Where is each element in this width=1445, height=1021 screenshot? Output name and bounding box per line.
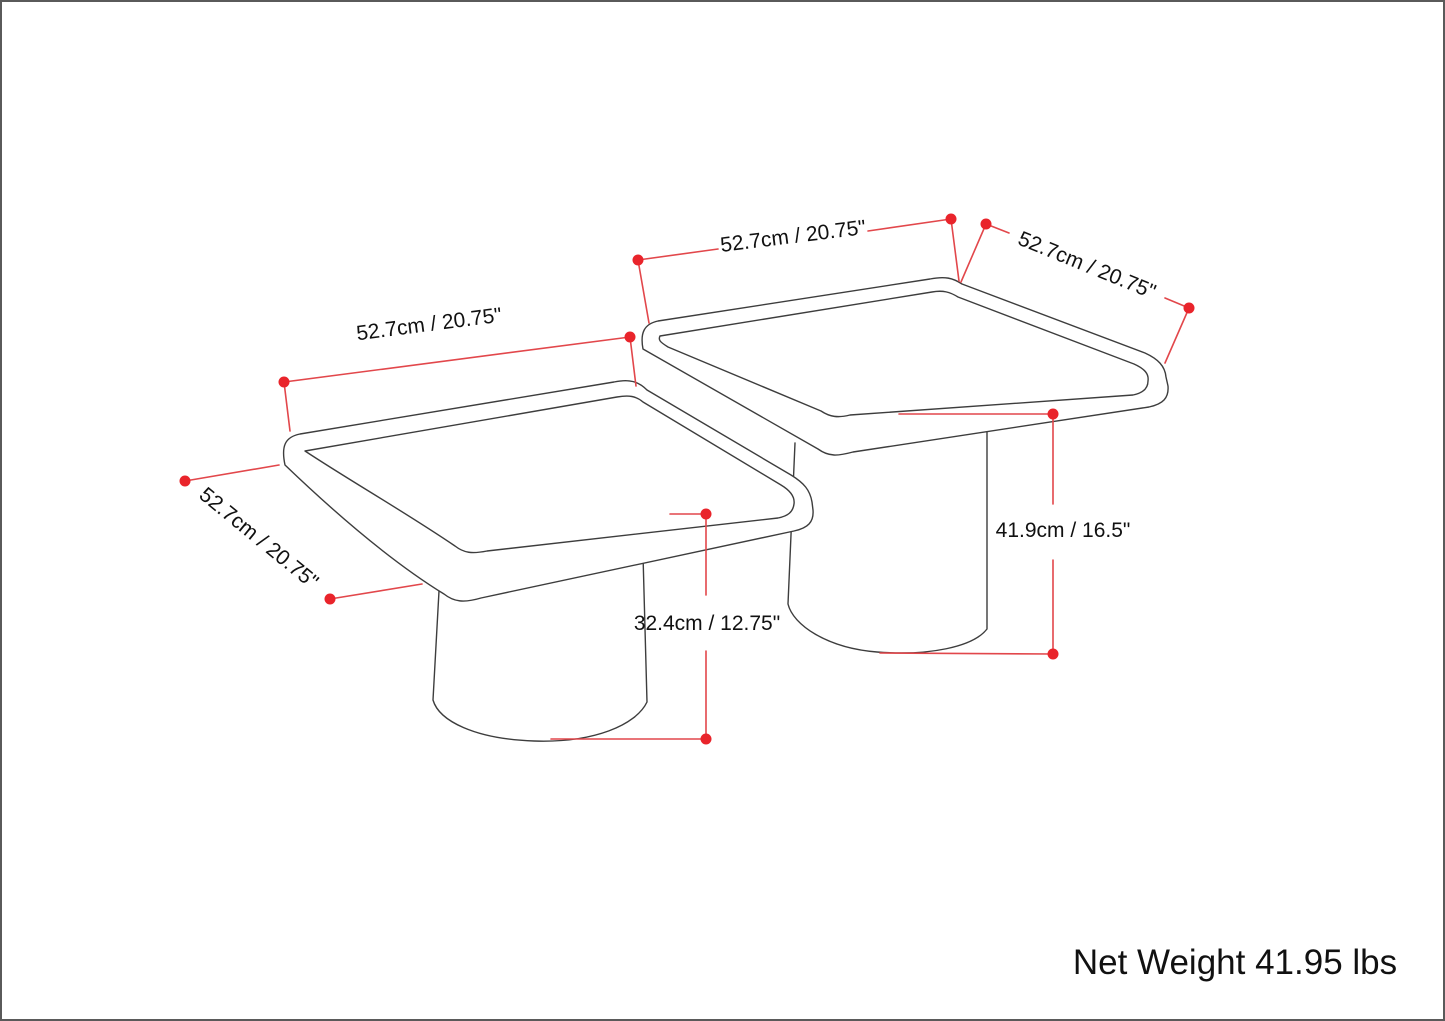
dimension-label-large-table-width: 52.7cm / 20.75" (719, 216, 867, 257)
dimension-dot (945, 213, 957, 225)
small-table (282, 380, 814, 742)
dimension-label-small-table-depth: 52.7cm / 20.75" (195, 483, 323, 594)
small-table-top-outline (282, 380, 814, 602)
dimension-line-small-width (283, 336, 637, 432)
dimension-dot (700, 508, 712, 520)
dimension-line-large-width (637, 218, 960, 324)
dimension-dot (179, 475, 191, 487)
large-table (641, 276, 1169, 654)
dimension-dots (179, 213, 1195, 745)
dimension-line-large-height (879, 413, 1054, 655)
large-table-top-surface-line (658, 290, 1149, 418)
dimension-dot (980, 218, 992, 230)
dimension-label-large-table-height: 41.9cm / 16.5" (996, 519, 1131, 542)
dimension-dot (278, 376, 290, 388)
dimension-label-small-table-height: 32.4cm / 12.75" (634, 612, 780, 635)
dimension-dot (624, 331, 636, 343)
large-table-pedestal (787, 431, 988, 654)
dimension-dot (1047, 408, 1059, 420)
small-table-pedestal (432, 554, 648, 742)
dimension-dot (1183, 302, 1195, 314)
dimension-line-small-depth (184, 464, 423, 600)
dimension-dot (700, 733, 712, 745)
dimension-line-small-height (550, 513, 707, 740)
dimension-label-small-table-width: 52.7cm / 20.75" (355, 304, 503, 346)
dimension-dot (324, 593, 336, 605)
dimension-dot (632, 254, 644, 266)
dimension-line-large-depth (960, 223, 1190, 364)
dimension-lines (184, 218, 1190, 740)
net-weight-text: Net Weight 41.95 lbs (1073, 943, 1397, 982)
dimension-dot (1047, 648, 1059, 660)
large-table-top-outline (641, 276, 1169, 456)
dimension-label-large-table-depth: 52.7cm / 20.75" (1015, 227, 1159, 304)
small-table-top-surface-line (304, 395, 795, 554)
